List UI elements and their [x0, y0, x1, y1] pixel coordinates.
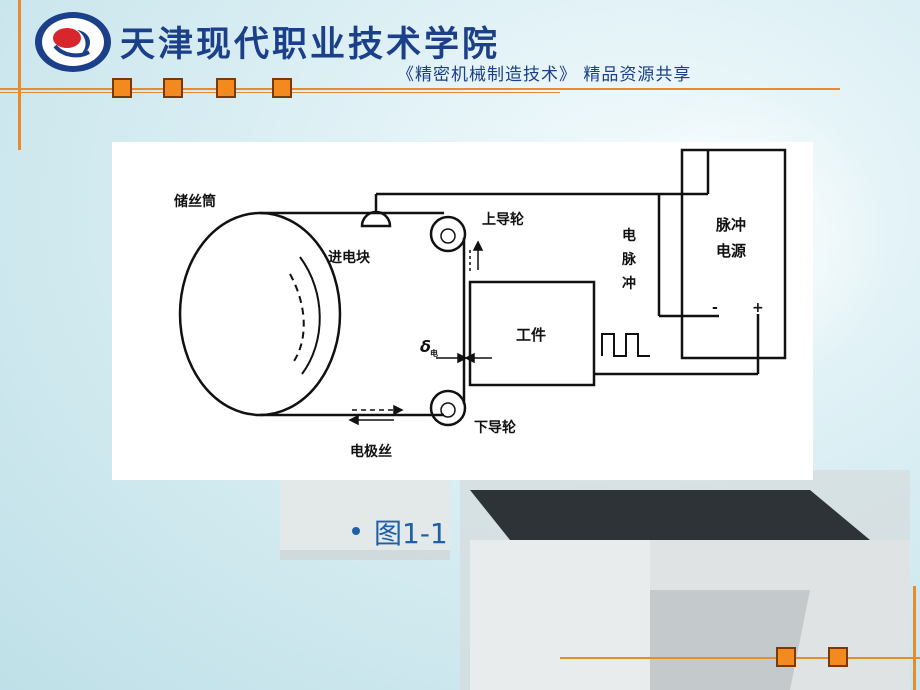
- decor-square: [272, 78, 292, 98]
- label-power-1: 脉冲: [715, 216, 746, 234]
- label-gap-delta: δ: [420, 337, 431, 356]
- label-spool: 储丝筒: [173, 193, 216, 210]
- right-accent-line: [913, 586, 916, 690]
- label-wire: 电极丝: [350, 443, 392, 460]
- label-feed-block: 进电块: [328, 249, 371, 266]
- caption-text: 图1-1: [374, 517, 448, 550]
- label-lower-guide: 下导轮: [474, 419, 516, 436]
- label-pulse-1: 电: [622, 227, 636, 244]
- label-workpiece: 工件: [516, 326, 546, 344]
- label-upper-guide: 上导轮: [482, 211, 524, 228]
- decor-square: [828, 647, 848, 667]
- left-accent-line: [18, 0, 21, 150]
- label-gap-sub: 电: [430, 348, 438, 358]
- decor-square: [112, 78, 132, 98]
- label-power-2: 电源: [716, 242, 746, 260]
- page-subtitle: 《精密机械制造技术》 精品资源共享: [397, 65, 692, 85]
- label-pulse-3: 冲: [622, 275, 636, 292]
- label-plus: +: [752, 300, 764, 316]
- school-logo: [35, 12, 111, 72]
- label-minus: -: [712, 300, 718, 316]
- page-title: 天津现代职业技术学院: [120, 24, 501, 65]
- label-pulse-2: 脉: [621, 251, 637, 268]
- header-divider: [0, 88, 840, 90]
- decor-square: [776, 647, 796, 667]
- bullet-icon: [352, 527, 360, 535]
- footer-divider: [560, 657, 920, 659]
- wire-edm-diagram: 储丝筒 进电块 上导轮 电 脉 冲 脉冲 电源 - + 工件 δ 电 下导轮 电…: [112, 142, 813, 480]
- background-machine-image: [280, 470, 910, 690]
- figure-caption: 图1-1: [352, 512, 448, 552]
- decor-square: [163, 78, 183, 98]
- header: 天津现代职业技术学院 《精密机械制造技术》 精品资源共享: [0, 0, 920, 150]
- decor-square: [216, 78, 236, 98]
